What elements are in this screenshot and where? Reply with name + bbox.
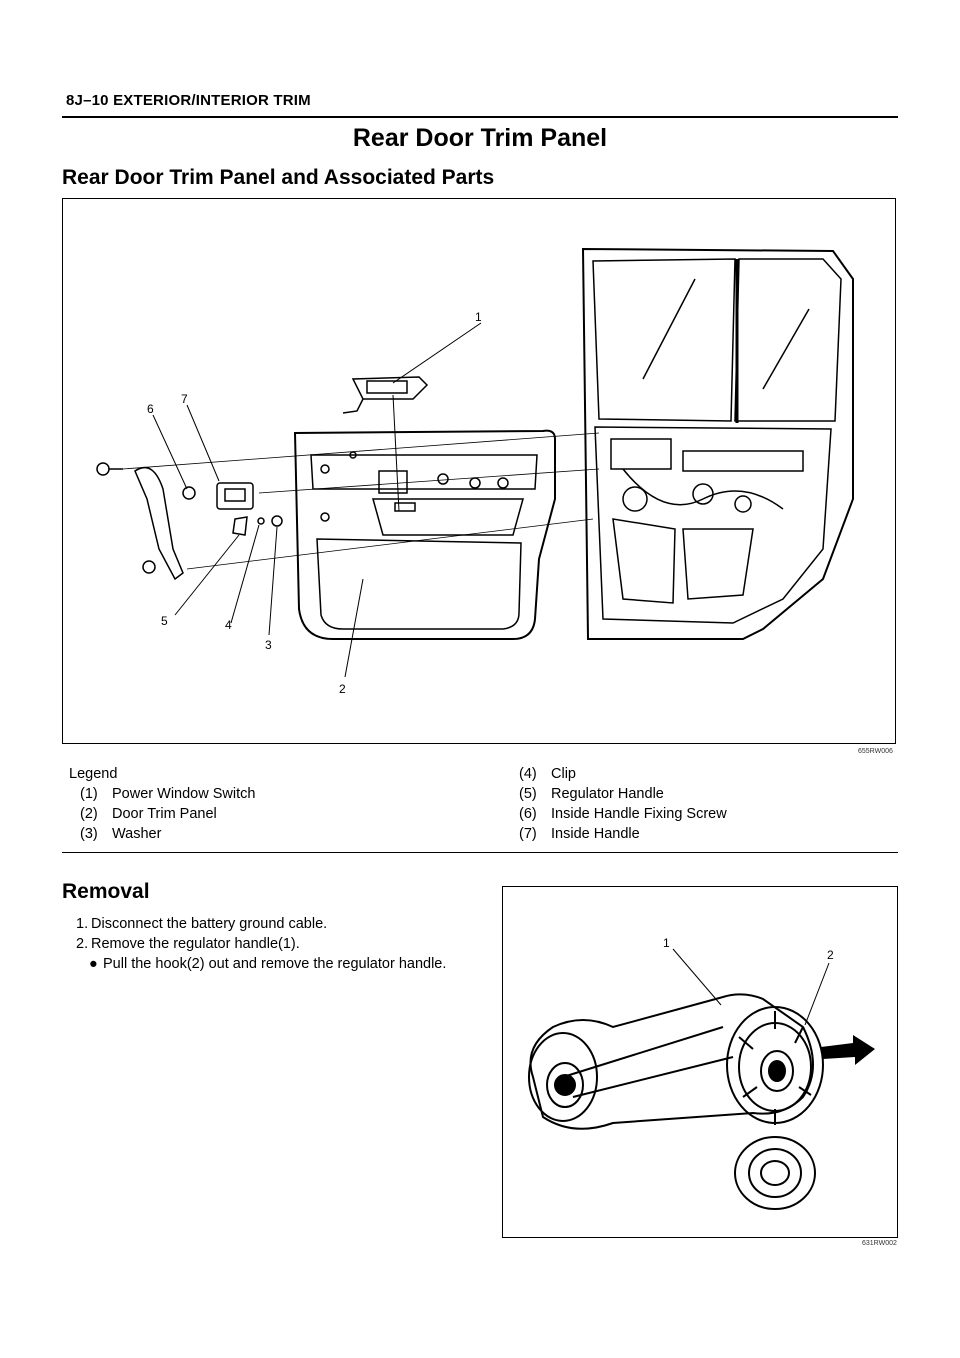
step-item: 2.Remove the regulator handle(1). [76, 936, 300, 952]
callout-4: 4 [225, 618, 232, 632]
door-trim-diagram: 1 2 3 4 5 6 7 [62, 198, 896, 744]
legend-title: Legend [69, 766, 118, 782]
callout-3: 3 [265, 638, 272, 652]
step-bullet: ● Pull the hook(2) out and remove the re… [89, 956, 447, 972]
legend-item: (2)Door Trim Panel [80, 806, 217, 822]
legend-item: (4)Clip [519, 766, 576, 782]
callout-2: 2 [339, 682, 346, 696]
callout-1: 1 [475, 310, 482, 324]
bullet-icon: ● [89, 956, 98, 972]
legend-divider [62, 852, 898, 853]
legend-column-right: (4)Clip (5)Regulator Handle (6)Inside Ha… [519, 764, 727, 844]
removal-steps: 1.Disconnect the battery ground cable. 2… [76, 914, 466, 974]
figure-code: 655RW006 [858, 748, 893, 755]
section-title: Rear Door Trim Panel and Associated Part… [62, 166, 495, 189]
callout-1: 1 [663, 936, 670, 950]
regulator-handle-diagram: 1 2 [502, 886, 898, 1238]
legend-item: (6)Inside Handle Fixing Screw [519, 806, 727, 822]
figure-code: 631RW002 [862, 1240, 897, 1247]
callout-6: 6 [147, 402, 154, 416]
legend-item: (7)Inside Handle [519, 826, 640, 842]
removal-title: Removal [62, 880, 150, 903]
legend-item: (1)Power Window Switch [80, 786, 256, 802]
step-item: 1.Disconnect the battery ground cable. [76, 916, 328, 932]
regulator-handle-illustration: 1 2 [528, 936, 875, 1210]
page-header: 8J–10 EXTERIOR/INTERIOR TRIM [66, 92, 311, 109]
legend-item: (5)Regulator Handle [519, 786, 664, 802]
callout-7: 7 [181, 392, 188, 406]
door-trim-illustration: 1 2 3 4 5 6 7 [96, 247, 854, 696]
legend-item: (3)Washer [80, 826, 162, 842]
header-divider [62, 116, 898, 118]
page-title: Rear Door Trim Panel [352, 124, 608, 152]
legend-column-left: (1)Power Window Switch (2)Door Trim Pane… [80, 784, 255, 844]
callout-5: 5 [161, 614, 168, 628]
callout-2: 2 [827, 948, 834, 962]
